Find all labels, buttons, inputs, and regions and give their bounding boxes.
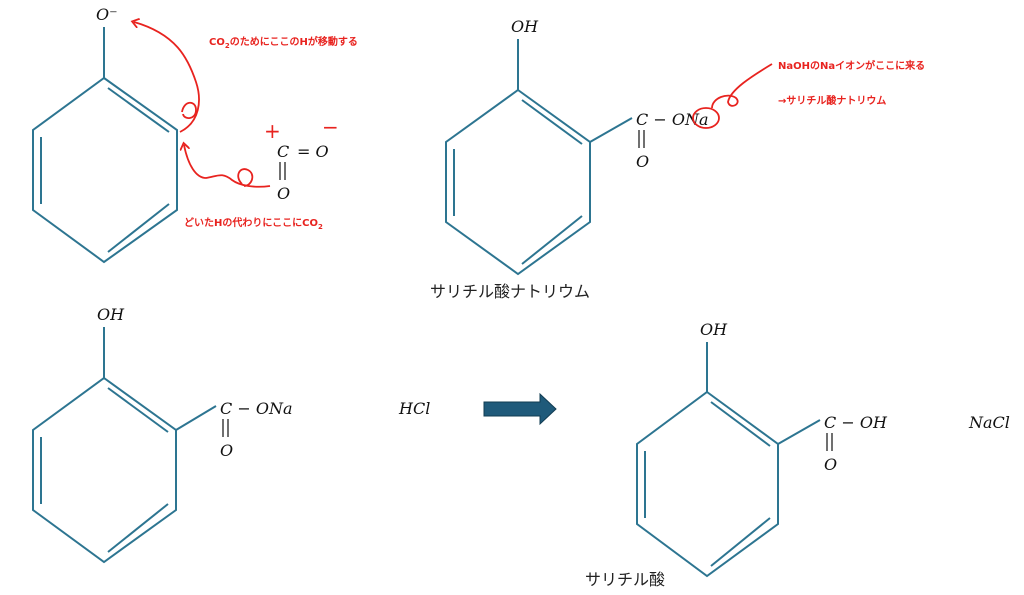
carbonyl-oxygen-label: O xyxy=(636,152,649,171)
h-shift-arrow xyxy=(134,22,200,133)
partial-plus-sign: + xyxy=(264,119,281,143)
carboxyl-label: C − OH xyxy=(824,413,888,432)
partial-minus-sign: − xyxy=(322,115,339,139)
o-minus-label: O⁻ xyxy=(96,5,118,24)
benzene-ring-3 xyxy=(32,327,217,564)
electron-arrows-panel1 xyxy=(134,22,271,188)
co2-double-bond-oxygen-label: = O xyxy=(297,142,329,161)
carboxylate-label: C − ONa xyxy=(220,399,292,418)
sodium-salicylate-structure: OH C − ONa O xyxy=(445,17,708,276)
oh-label: OH xyxy=(97,305,125,324)
phenoxide-structure: O⁻ xyxy=(32,5,178,264)
co2-bottom-oxygen-label: O xyxy=(277,184,290,203)
carbonyl-oxygen-label: O xyxy=(824,455,837,474)
carbonyl-oxygen-label: O xyxy=(220,441,233,460)
oh-label: OH xyxy=(511,17,539,36)
na-circle-annotation xyxy=(692,63,773,129)
note-sodium-salicylate-result: →サリチル酸ナトリウム xyxy=(778,94,886,107)
co2-molecule: C = O O + − xyxy=(264,115,339,203)
note-h-moves-for-co2: CO2のためにここのHが移動する xyxy=(209,35,358,50)
co2-carbon-label: C xyxy=(277,142,289,161)
oh-label: OH xyxy=(700,320,728,339)
co2-attack-loop xyxy=(237,168,254,187)
co2-attack-arrow xyxy=(184,145,271,188)
note-na-ion-comes-here: NaOHのNaイオンがここに来る xyxy=(778,59,925,72)
benzene-ring-4 xyxy=(636,342,821,578)
reagent-hcl: HCl xyxy=(398,399,430,418)
byproduct-nacl: NaCl xyxy=(968,413,1010,432)
reactant-sodium-salicylate: OH C − ONa O xyxy=(32,305,292,564)
caption-salicylic-acid: サリチル酸 xyxy=(585,570,665,589)
note-co2-replaces-h: どいたHの代わりにここにCO2 xyxy=(184,216,323,231)
benzene-ring-1 xyxy=(32,27,178,264)
caption-sodium-salicylate: サリチル酸ナトリウム xyxy=(430,282,590,301)
benzene-ring-2 xyxy=(445,39,633,276)
reaction-arrow xyxy=(483,392,557,426)
salicylic-acid-structure: OH C − OH O xyxy=(636,320,888,578)
h-shift-loop xyxy=(181,101,197,119)
carboxylate-label: C − ONa xyxy=(636,110,708,129)
